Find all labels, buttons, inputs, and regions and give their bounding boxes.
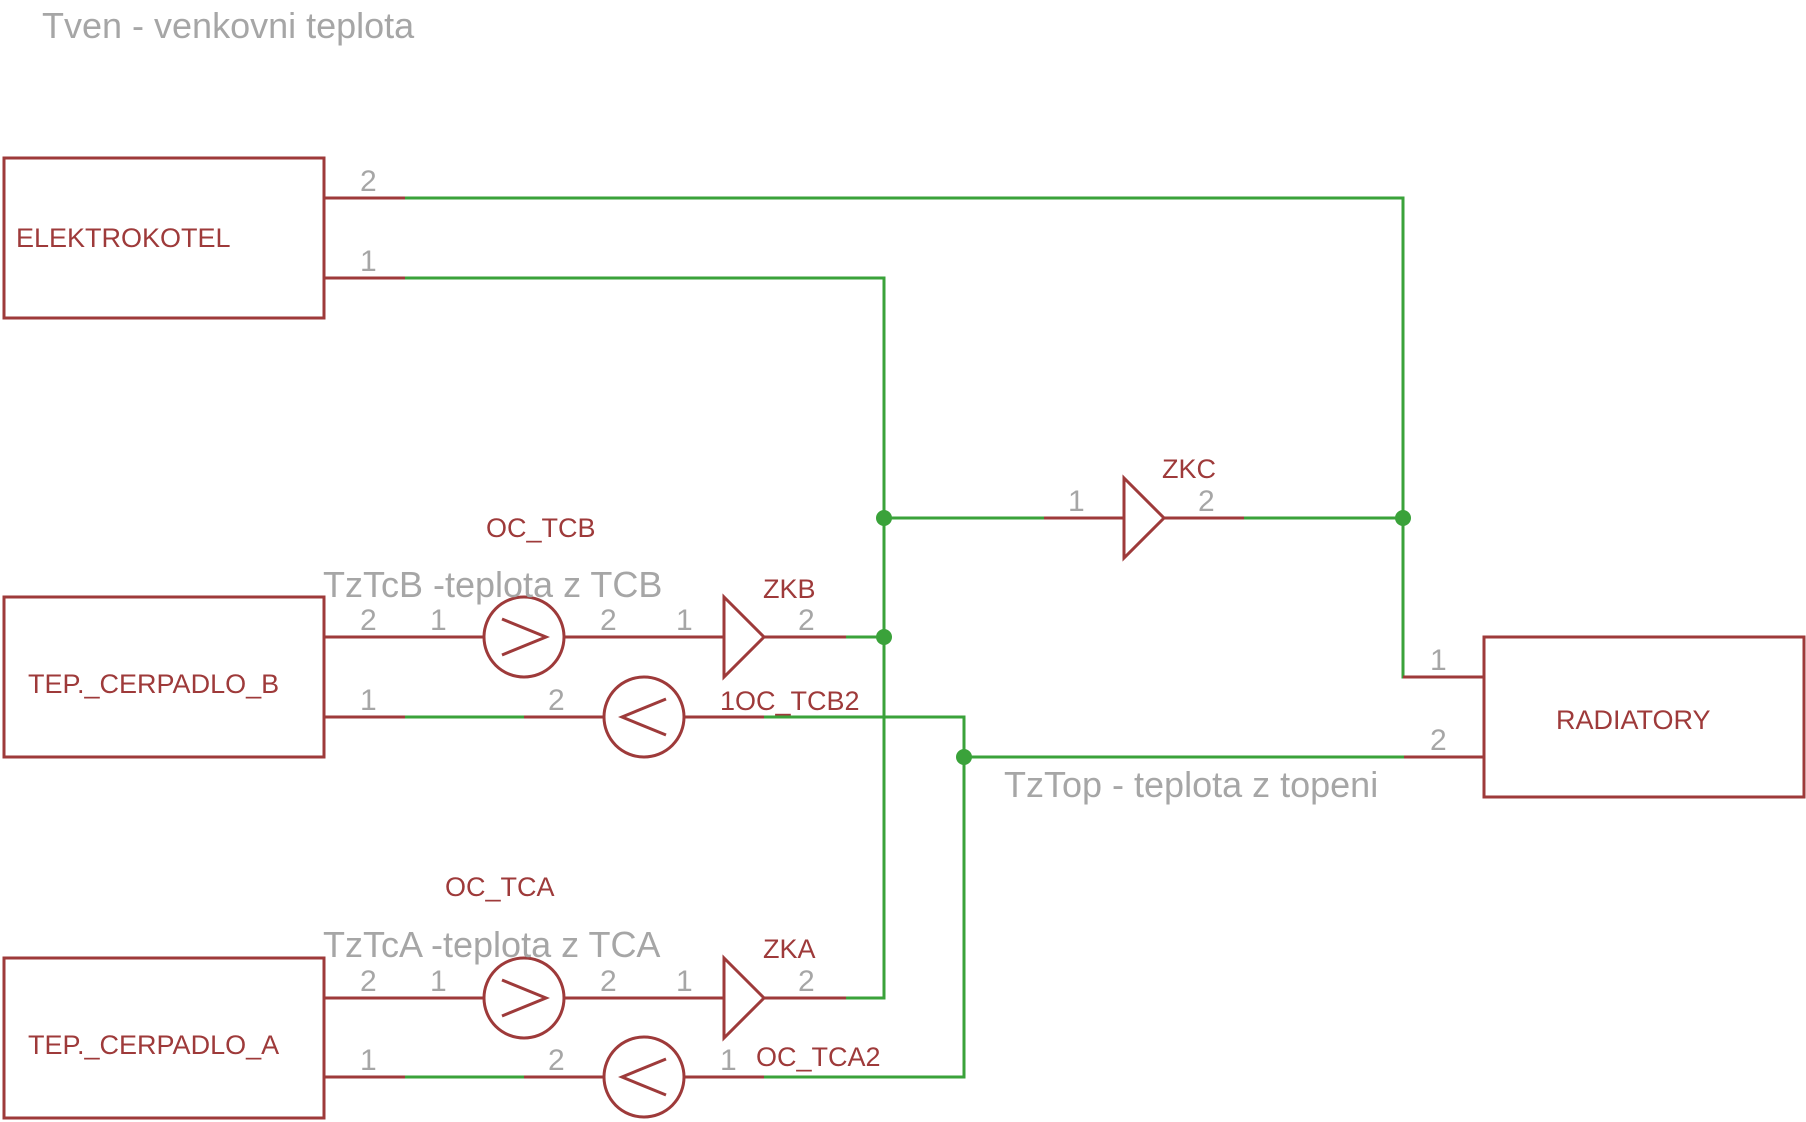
junction-dot [876, 510, 892, 526]
note-tztca: TzTcA -teplota z TCA [323, 924, 660, 965]
wire-oc_tcb2-out [764, 715, 966, 1079]
pin-label: 2 [548, 684, 565, 717]
junction-dot [876, 629, 892, 645]
component-label: OC_TCA [445, 872, 555, 902]
component-label: 1OC_TCB2 [720, 686, 860, 716]
pump-oc-tcb: OC_TCB 1 2 [405, 513, 644, 679]
pin-label: 1 [430, 604, 447, 637]
pin-label: 2 [548, 1044, 565, 1077]
pin-label: 2 [600, 604, 617, 637]
junction-dot [956, 749, 972, 765]
pin-label: 2 [360, 965, 377, 998]
pin-label: 1 [676, 965, 693, 998]
pin-label: 2 [1198, 485, 1215, 518]
pin-label: 2 [798, 604, 815, 637]
component-label: ZKC [1162, 454, 1216, 484]
pump-oc-tcb2: 2 1OC_TCB2 [524, 675, 860, 759]
pin-label: 2 [1430, 724, 1447, 757]
note-tztop: TzTop - teplota z topeni [1004, 764, 1378, 805]
pin-label: 1 [360, 1044, 377, 1077]
pump-oc-tca: OC_TCA 1 2 [405, 872, 644, 1040]
component-label: OC_TCA2 [756, 1042, 881, 1072]
block-elektrokotel: ELEKTROKOTEL 2 1 [2, 156, 405, 320]
valve-zkc: ZKC 1 2 [1044, 454, 1244, 562]
pin-label: 1 [430, 965, 447, 998]
pin-label: 2 [600, 965, 617, 998]
block-label: ELEKTROKOTEL [16, 223, 231, 253]
pin-label: 2 [360, 604, 377, 637]
component-label: OC_TCB [486, 513, 596, 543]
block-radiatory: RADIATORY 1 2 [1403, 635, 1806, 799]
valve-zkb: ZKB 1 2 [644, 574, 846, 681]
junction-dot [1395, 510, 1411, 526]
block-label: TEP._CERPADLO_A [28, 1030, 279, 1060]
pin-label: 1 [1430, 644, 1447, 677]
block-tep-cerpadlo-b: TEP._CERPADLO_B 2 1 [2, 595, 405, 759]
pin-label: 1 [676, 604, 693, 637]
component-label: ZKB [763, 574, 816, 604]
component-label: ZKA [763, 934, 816, 964]
note-tztcb: TzTcB -teplota z TCB [323, 564, 662, 605]
note-tven: Tven - venkovni teplota [42, 5, 415, 46]
pin-label: 1 [1068, 485, 1085, 518]
pin-label: 2 [360, 165, 377, 198]
pin-label: 1 [360, 245, 377, 278]
pump-oc-tca2: 2 1 OC_TCA2 [524, 1035, 881, 1119]
block-tep-cerpadlo-a: TEP._CERPADLO_A 2 1 [2, 956, 405, 1120]
wire-elektrokotel-2-to-radiatory [405, 196, 1478, 679]
block-label: RADIATORY [1556, 705, 1711, 735]
valve-zka: ZKA 1 2 [644, 934, 846, 1042]
pin-label: 1 [360, 684, 377, 717]
pin-label: 2 [798, 965, 815, 998]
pin-label: 1 [720, 1044, 737, 1077]
block-label: TEP._CERPADLO_B [28, 669, 279, 699]
